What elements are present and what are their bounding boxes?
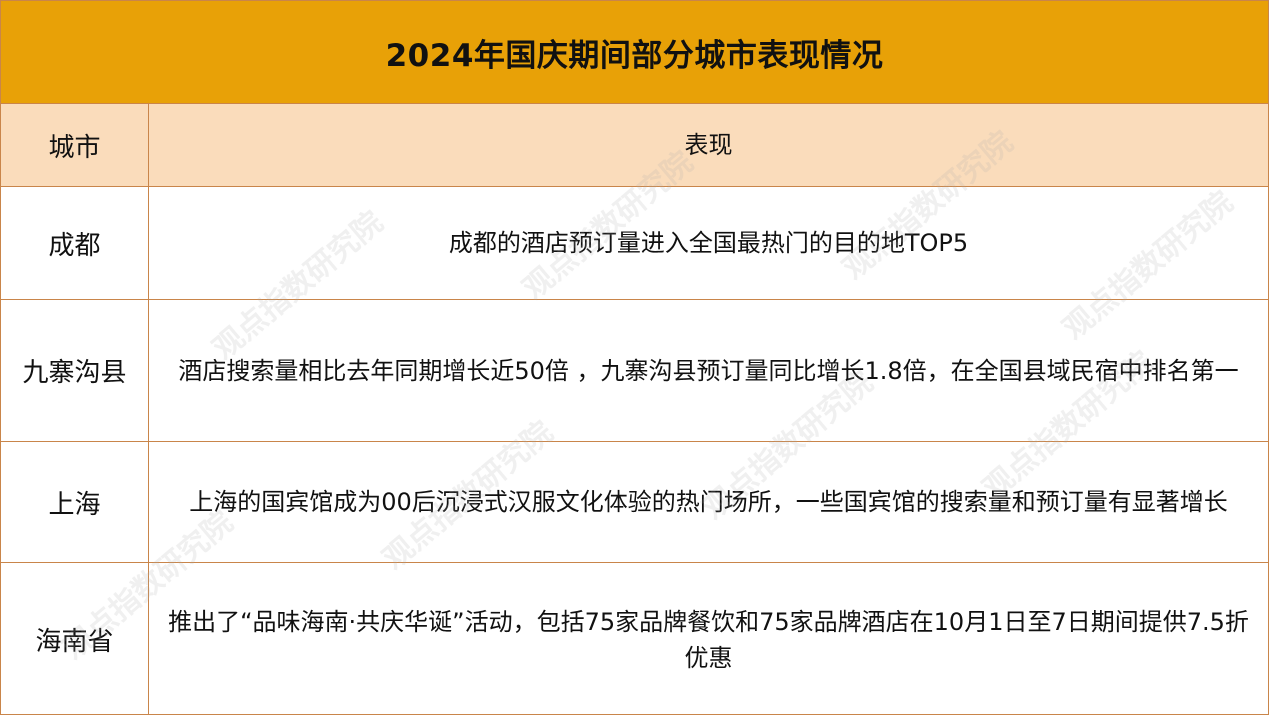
city-cell: 海南省 <box>1 563 149 714</box>
city-cell: 成都 <box>1 187 149 299</box>
performance-cell: 酒店搜索量相比去年同期增长近50倍 ，九寨沟县预订量同比增长1.8倍，在全国县域… <box>149 300 1268 441</box>
city-cell: 上海 <box>1 442 149 562</box>
header-performance: 表现 <box>684 131 733 159</box>
header-city: 城市 <box>1 104 149 186</box>
title-bar: 2024年国庆期间部分城市表现情况 <box>1 1 1268 104</box>
table-row: 海南省 推出了“品味海南·共庆华诞”活动，包括75家品牌餐饮和75家品牌酒店在1… <box>1 563 1268 714</box>
performance-text: 上海的国宾馆成为00后沉浸式汉服文化体验的热门场所，一些国宾馆的搜索量和预订量有… <box>189 488 1228 516</box>
performance-text: 成都的酒店预订量进入全国最热门的目的地TOP5 <box>448 229 969 257</box>
table-row: 上海 上海的国宾馆成为00后沉浸式汉服文化体验的热门场所，一些国宾馆的搜索量和预… <box>1 442 1268 563</box>
table-row: 成都 成都的酒店预订量进入全国最热门的目的地TOP5 <box>1 187 1268 300</box>
performance-cell: 推出了“品味海南·共庆华诞”活动，包括75家品牌餐饮和75家品牌酒店在10月1日… <box>149 563 1268 714</box>
performance-cell: 上海的国宾馆成为00后沉浸式汉服文化体验的热门场所，一些国宾馆的搜索量和预订量有… <box>149 442 1268 562</box>
city-cell: 九寨沟县 <box>1 300 149 441</box>
table-title: 2024年国庆期间部分城市表现情况 <box>385 37 884 74</box>
performance-text: 推出了“品味海南·共庆华诞”活动，包括75家品牌餐饮和75家品牌酒店在10月1日… <box>168 607 1249 672</box>
performance-text: 酒店搜索量相比去年同期增长近50倍 ，九寨沟县预订量同比增长1.8倍，在全国县域… <box>178 356 1239 385</box>
performance-cell: 成都的酒店预订量进入全国最热门的目的地TOP5 <box>149 187 1268 299</box>
table-header-row: 城市 表现 <box>1 104 1268 187</box>
table-row: 九寨沟县 酒店搜索量相比去年同期增长近50倍 ，九寨沟县预订量同比增长1.8倍，… <box>1 300 1268 442</box>
